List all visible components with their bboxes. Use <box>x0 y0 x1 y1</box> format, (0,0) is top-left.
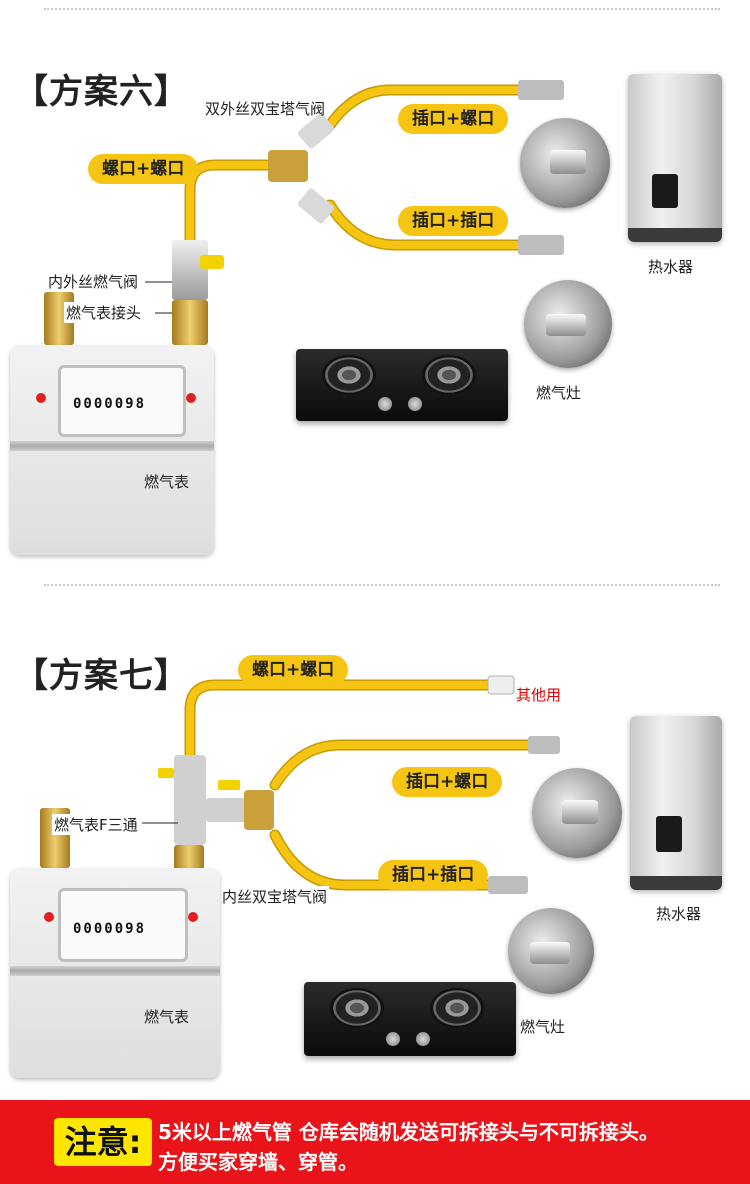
section-title: 【方案六】 <box>14 72 189 112</box>
heater-connector-detail <box>532 768 622 858</box>
gas-stove <box>304 982 516 1056</box>
heater-display <box>656 816 682 852</box>
knob-right <box>408 397 422 411</box>
pill-plug-plug: 插口+插口 <box>378 860 489 890</box>
notice-banner: 注意: 5米以上燃气管 仓库会随机发送可拆接头与不可拆接头。 方便买家穿墙、穿管… <box>0 1100 750 1184</box>
heater-base <box>630 876 722 890</box>
pipe-diagram <box>142 675 560 894</box>
section-title: 【方案七】 <box>14 656 189 696</box>
burner-right <box>422 355 476 395</box>
gas-meter: 0000098 燃气表 <box>10 868 220 1078</box>
meter-red-dot-right <box>186 393 196 403</box>
heater-connector-detail <box>520 118 610 208</box>
pill-plug-screw: 插口+螺口 <box>392 767 503 797</box>
meter-band <box>10 441 214 451</box>
label-meter-tee: 燃气表F三通 <box>52 814 140 835</box>
label-water-heater: 热水器 <box>648 258 694 276</box>
valve-handle <box>200 255 224 269</box>
label-water-heater: 热水器 <box>656 905 702 923</box>
pill-plug-screw: 插口+螺口 <box>398 104 509 134</box>
label-inner-outer-valve: 内外丝燃气阀 <box>46 271 141 292</box>
knob-left <box>386 1032 400 1046</box>
tee-base-fitting <box>174 845 204 870</box>
burner-right <box>430 988 484 1028</box>
meter-window: 0000098 <box>58 888 188 962</box>
knob-left <box>378 397 392 411</box>
pill-screw-screw: 螺口+螺口 <box>88 154 199 184</box>
label-stove: 燃气灶 <box>520 1018 566 1036</box>
label-inner-valve: 内丝双宝塔气阀 <box>220 886 330 907</box>
notice-line-1: 5米以上燃气管 仓库会随机发送可拆接头与不可拆接头。 <box>158 1120 659 1144</box>
water-heater <box>628 74 722 242</box>
gas-stove <box>296 349 508 421</box>
meter-red-dot-right <box>188 912 198 922</box>
meter-digits: 0000098 <box>73 396 147 412</box>
meter-window: 0000098 <box>58 365 186 437</box>
inner-outer-valve <box>172 240 208 300</box>
pipe-diagram <box>145 80 564 314</box>
label-meter: 燃气表 <box>144 1008 190 1026</box>
meter-joint <box>172 300 208 345</box>
label-stove: 燃气灶 <box>536 384 582 402</box>
stove-connector-detail <box>524 280 612 368</box>
label-other-use: 其他用 <box>516 686 562 704</box>
notice-tag: 注意: <box>54 1118 152 1166</box>
label-meter-joint: 燃气表接头 <box>64 302 144 323</box>
burner-left <box>322 355 376 395</box>
pill-plug-plug: 插口+插口 <box>398 206 509 236</box>
heater-display <box>652 174 678 208</box>
middle-divider <box>44 584 720 586</box>
knob-right <box>416 1032 430 1046</box>
stove-connector-detail <box>508 908 594 994</box>
burner-left <box>330 988 384 1028</box>
heater-base <box>628 228 722 242</box>
meter-band <box>10 966 220 976</box>
label-meter: 燃气表 <box>144 473 190 491</box>
water-heater <box>630 716 722 890</box>
notice-line-2: 方便买家穿墙、穿管。 <box>158 1150 358 1174</box>
meter-red-dot-left <box>44 912 54 922</box>
meter-red-dot-left <box>36 393 46 403</box>
pill-screw-screw: 螺口+螺口 <box>238 655 349 685</box>
top-divider <box>44 8 720 10</box>
label-dual-outer-valve: 双外丝双宝塔气阀 <box>205 100 326 118</box>
gas-meter: 0000098 燃气表 <box>10 345 214 555</box>
meter-digits: 0000098 <box>73 921 147 937</box>
